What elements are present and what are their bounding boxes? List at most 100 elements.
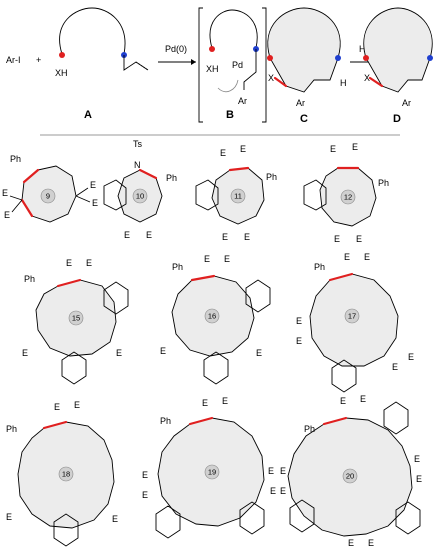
ph-label: Ph: [24, 274, 35, 284]
compound-15: 15 Ph E E E E: [22, 258, 129, 385]
xh-label-b: XH: [206, 64, 219, 74]
ph-label: Ph: [378, 178, 389, 188]
compound-9-number: 9: [46, 192, 50, 201]
ar-label-b: Ar: [238, 96, 247, 106]
compound-12-number: 12: [344, 193, 352, 202]
tosyl-label: Ts: [133, 139, 143, 149]
ester-label: E: [204, 254, 210, 264]
ester-label: E: [334, 234, 340, 244]
compound-11-number: 11: [234, 192, 242, 201]
compound-15-number: 15: [72, 314, 80, 323]
plus-sign: +: [36, 55, 41, 65]
ester-label: E: [116, 348, 122, 358]
compound-11: 11 E E Ph E E: [195, 144, 277, 242]
ar-label-d: Ar: [402, 98, 411, 108]
ester-label: E: [66, 258, 72, 268]
ester-label: E: [74, 400, 80, 410]
ar-label-c: Ar: [296, 98, 305, 108]
ester-label: E: [296, 336, 302, 346]
ester-label: E: [340, 396, 346, 406]
structure-D: X Ar D: [363, 7, 433, 125]
structure-C: X Ar H C: [267, 7, 347, 125]
pd-catalyst-label: Pd(0): [165, 44, 187, 54]
reaction-scheme: Ar-I + XH A Pd(0) XH Pd Ar B: [6, 7, 433, 125]
ester-label: E: [92, 198, 98, 208]
x-label-d: X: [364, 73, 370, 83]
ester-label: E: [270, 486, 276, 496]
label-A: A: [84, 109, 92, 121]
xh-label: XH: [55, 68, 68, 78]
ester-label: E: [280, 466, 286, 476]
compound-16-number: 16: [208, 312, 216, 321]
ester-label: E: [296, 316, 302, 326]
ester-label: E: [392, 362, 398, 372]
ester-label: E: [6, 512, 12, 522]
ph-label: Ph: [10, 154, 21, 164]
compound-19: 19 Ph E E E E E E: [142, 396, 276, 539]
nitrogen-label: N: [134, 160, 141, 170]
compound-19-number: 19: [208, 468, 216, 477]
h-label-c: H: [340, 78, 347, 88]
ester-label: E: [220, 148, 226, 158]
ester-label: E: [268, 466, 274, 476]
label-C: C: [300, 113, 308, 125]
ester-label: E: [408, 352, 414, 362]
ph-label: Ph: [160, 416, 171, 426]
compound-16: 16 Ph E E E E: [160, 254, 271, 385]
compound-10-number: 10: [136, 192, 144, 201]
ester-label: E: [364, 252, 370, 262]
ester-label: E: [224, 254, 230, 264]
compound-9: 9 Ph E E E E: [2, 154, 98, 223]
ph-label: Ph: [266, 172, 277, 182]
label-B: B: [226, 109, 234, 121]
ester-label: E: [146, 230, 152, 240]
ester-label: E: [330, 144, 336, 154]
ester-label: E: [256, 348, 262, 358]
label-D: D: [393, 113, 401, 125]
ester-label: E: [222, 396, 228, 406]
compound-18-number: 18: [62, 470, 70, 479]
compound-12: 12 E E Ph E E: [303, 142, 389, 244]
ester-label: E: [360, 394, 366, 404]
ester-label: E: [416, 474, 422, 484]
ester-label: E: [4, 210, 10, 220]
ph-label: Ph: [304, 424, 315, 434]
ester-label: E: [54, 402, 60, 412]
ester-label: E: [348, 538, 354, 548]
ph-label: Ph: [314, 262, 325, 272]
ester-label: E: [356, 234, 362, 244]
aryl-iodide-label: Ar-I: [6, 55, 21, 65]
compound-20-number: 20: [346, 472, 354, 481]
compound-10: 10 Ts N Ph E E: [103, 139, 177, 240]
pd-label: Pd: [232, 60, 243, 70]
ester-label: E: [202, 398, 208, 408]
ester-label: E: [124, 230, 130, 240]
compound-17: 17 Ph E E E E E E: [296, 252, 414, 393]
structure-A: XH A: [55, 7, 149, 121]
ester-label: E: [344, 252, 350, 262]
structure-B: XH Pd Ar B: [198, 7, 267, 123]
ester-label: E: [222, 232, 228, 242]
ester-label: E: [414, 454, 420, 464]
ester-label: E: [352, 142, 358, 152]
ester-label: E: [90, 180, 96, 190]
red-atom-dot: [59, 52, 65, 58]
ph-label: Ph: [166, 173, 177, 183]
compound-20: 20 Ph E E E E E E E E: [280, 394, 422, 548]
ester-label: E: [280, 486, 286, 496]
ph-label: Ph: [6, 424, 17, 434]
ester-label: E: [160, 346, 166, 356]
ester-label: E: [2, 188, 8, 198]
compound-17-number: 17: [348, 312, 356, 321]
ester-label: E: [142, 470, 148, 480]
ester-label: E: [142, 490, 148, 500]
ester-label: E: [240, 144, 246, 154]
ph-label: Ph: [172, 262, 183, 272]
ester-label: E: [368, 538, 374, 548]
x-label-c: X: [268, 73, 274, 83]
ester-label: E: [112, 514, 118, 524]
ester-label: E: [244, 232, 250, 242]
compound-18: 18 Ph E E E E: [6, 400, 118, 547]
